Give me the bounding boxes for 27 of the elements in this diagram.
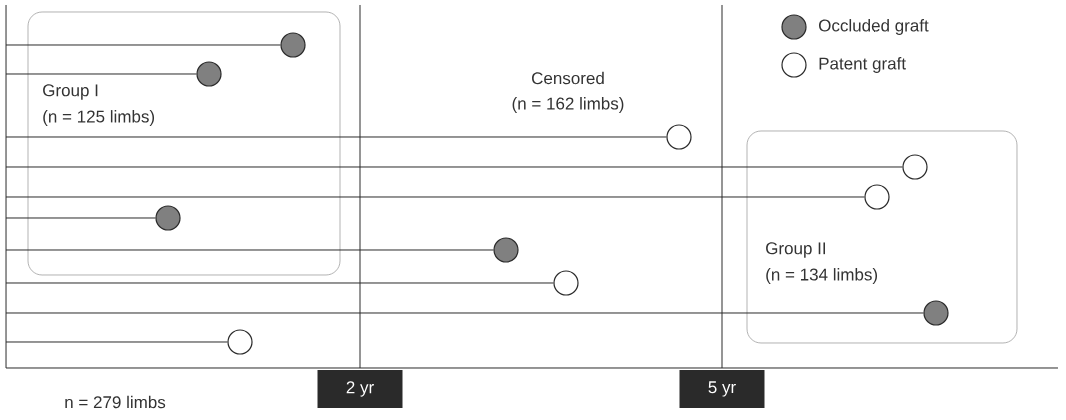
legend-text: Occluded graft [819,19,929,35]
open-circle [553,270,579,296]
filled-circle [280,32,306,58]
open-circle [902,154,928,180]
timeline-bar [5,73,197,75]
count-label: Censored [532,71,604,85]
open-circle [864,184,890,210]
open-circle [227,329,253,355]
filled-circle [493,237,519,263]
filled-circle [155,205,181,231]
timeline-bar [5,217,156,219]
timeline-bar [5,196,865,198]
open-circle [666,124,692,150]
group-box: Group II (n = 134 limbs) [746,130,1018,344]
timeline-bar [5,282,554,284]
timeline-bar [5,136,667,138]
timeline-bar [5,249,494,251]
count-label: n = 279 limbs [65,395,166,409]
timeline-bar [5,44,281,46]
timeline-bar [5,166,903,168]
timeline-bar [5,312,924,314]
filled-circle [196,61,222,87]
group-box: Group I (n = 125 limbs) [27,11,341,276]
filled-circle [923,300,949,326]
count-label: (n = 162 limbs) [512,97,624,113]
legend-text: Patent graft [819,57,906,73]
timeline-bar [5,341,228,343]
